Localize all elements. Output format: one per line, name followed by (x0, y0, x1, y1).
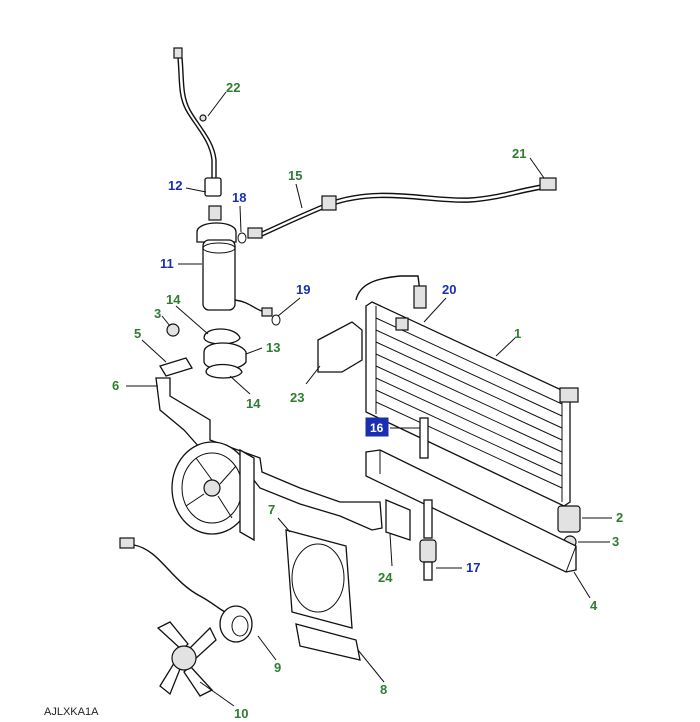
bracket-5 (159, 357, 193, 377)
callout-9: 9 (274, 660, 281, 675)
mount-2 (557, 505, 581, 533)
callout-15: 15 (288, 168, 302, 183)
condenser-1 (355, 275, 579, 507)
crossmember-4 (365, 449, 577, 573)
receiver-drier-11 (196, 222, 273, 317)
callout-16: 16 (370, 421, 384, 435)
callout-19: 19 (296, 282, 310, 297)
leader-lines (126, 91, 612, 707)
callout-6: 6 (112, 378, 119, 393)
callout-13: 13 (266, 340, 280, 355)
clamp-14-lower (205, 363, 243, 379)
cooling-fan-assembly (171, 441, 255, 542)
callout-12: 12 (168, 178, 182, 193)
callout-23: 23 (290, 390, 304, 405)
bracket-8 (295, 623, 361, 661)
pressure-switch-12 (204, 177, 222, 221)
fan-motor-9 (119, 537, 253, 643)
callout-14-lower: 14 (246, 396, 261, 411)
callout-14-upper: 14 (166, 292, 181, 307)
fan-blade-10 (156, 621, 217, 697)
callout-20: 20 (442, 282, 456, 297)
valve-17 (419, 499, 437, 581)
callout-24: 24 (378, 570, 393, 585)
callout-17: 17 (466, 560, 480, 575)
o-ring-18 (237, 232, 247, 244)
callout-18: 18 (232, 190, 246, 205)
callout-8: 8 (380, 682, 387, 697)
clamp-14-upper (203, 328, 241, 345)
pipe-22 (173, 47, 217, 178)
callout-3-right: 3 (612, 534, 619, 549)
callout-10: 10 (234, 706, 248, 721)
bolt-3-left (166, 323, 180, 337)
fan-shroud-7 (285, 529, 353, 629)
part-16-rod (419, 417, 429, 459)
callout-21: 21 (512, 146, 526, 161)
diagram-reference-code: AJLXKA1A (44, 706, 99, 718)
highlight-box-16 (365, 417, 389, 437)
callout-3-left: 3 (154, 306, 161, 321)
o-ring-19 (271, 314, 281, 326)
callout-11: 11 (160, 256, 174, 271)
bracket-24 (385, 499, 411, 541)
callout-4: 4 (590, 598, 598, 613)
bracket-23 (317, 321, 363, 373)
callout-1: 1 (514, 326, 521, 341)
callout-7: 7 (268, 502, 275, 517)
callout-5: 5 (134, 326, 141, 341)
callout-2: 2 (616, 510, 623, 525)
pipe-15 (247, 177, 557, 239)
callout-22: 22 (226, 80, 240, 95)
